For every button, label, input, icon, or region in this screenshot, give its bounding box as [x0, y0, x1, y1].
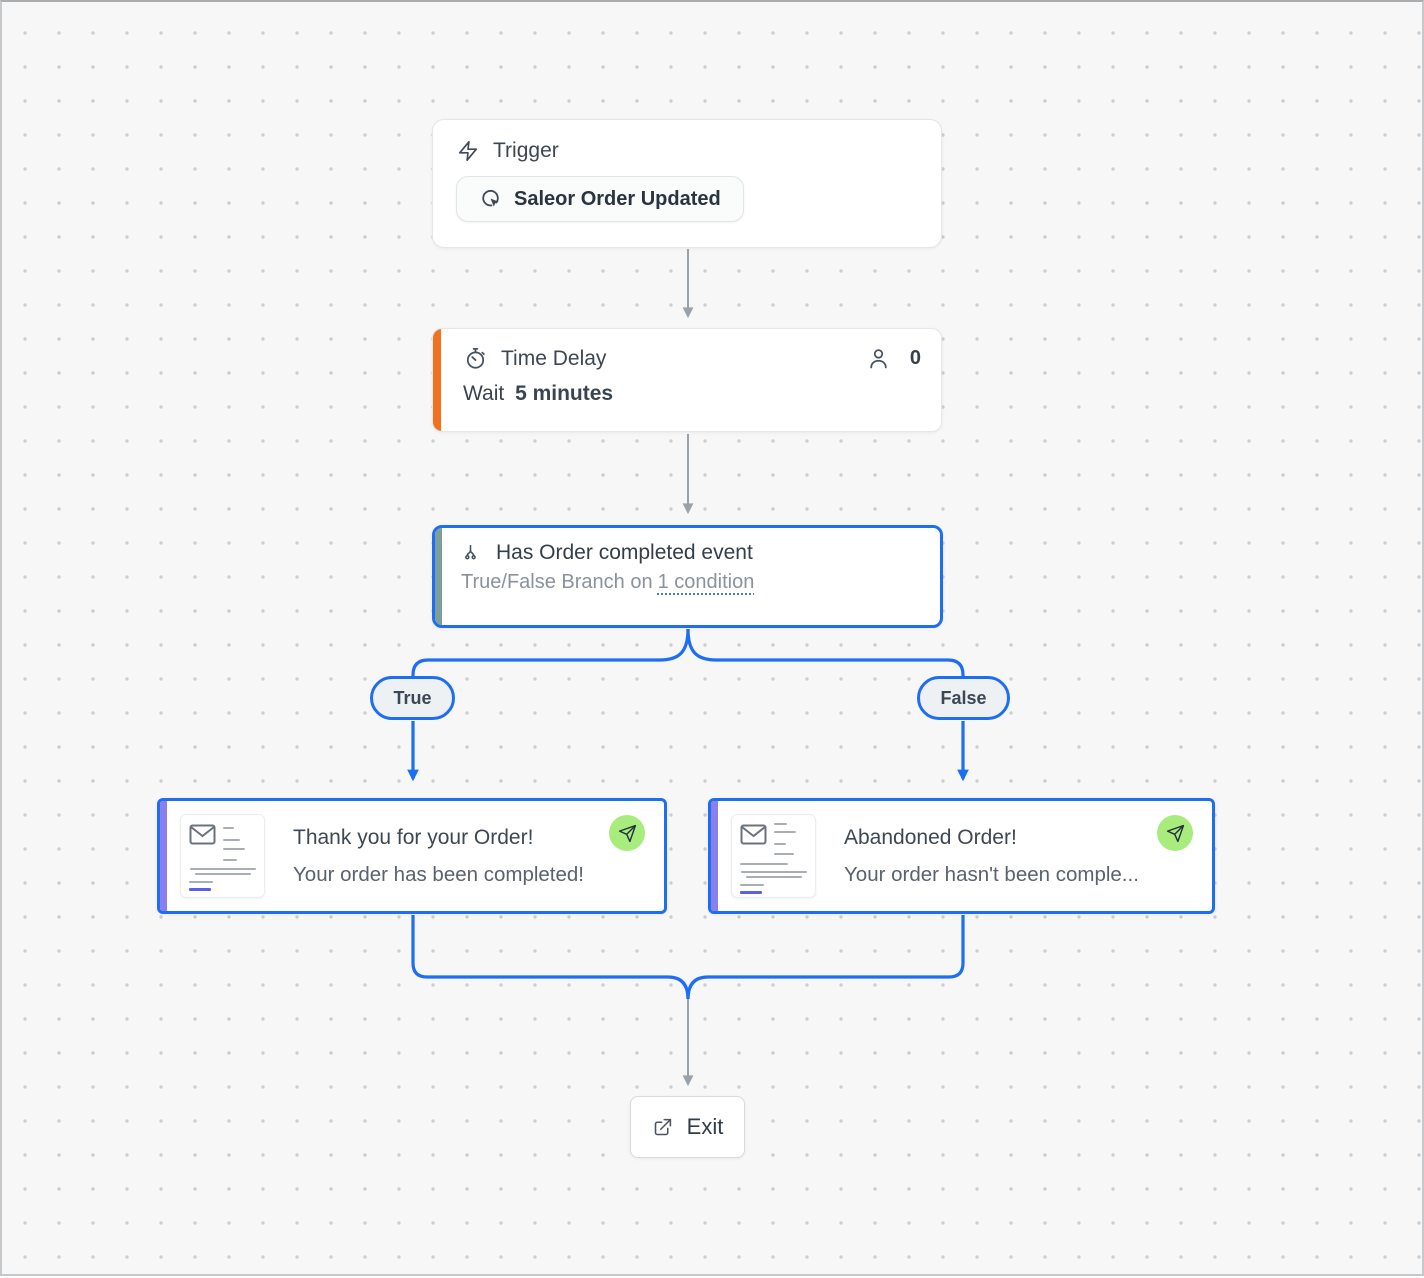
click-target-icon — [479, 187, 503, 211]
preview-line — [774, 853, 794, 855]
paper-plane-icon — [1166, 824, 1185, 843]
preview-line — [223, 827, 234, 829]
preview-link-line — [189, 888, 211, 891]
connector-merge-left — [411, 915, 690, 1000]
trigger-node[interactable]: Trigger Saleor Order Updated — [432, 119, 942, 248]
branch-true-text: True — [393, 687, 432, 708]
envelope-icon — [189, 824, 216, 845]
branch-label-true[interactable]: True — [370, 676, 455, 720]
preview-link-line — [740, 891, 762, 894]
send-status-badge — [609, 815, 645, 851]
preview-line — [746, 876, 802, 878]
email-preview-thumbnail — [731, 814, 816, 898]
contact-count: 0 — [909, 347, 921, 369]
condition-title: Has Order completed event — [496, 541, 753, 564]
email-node-false[interactable]: Abandoned Order! Your order hasn't been … — [708, 798, 1215, 914]
condition-accent-bar — [435, 528, 442, 625]
preview-line — [223, 848, 245, 850]
email-false-title: Abandoned Order! — [844, 825, 1017, 849]
person-icon — [866, 346, 891, 371]
condition-node[interactable]: Has Order completed event True/False Bra… — [432, 525, 943, 628]
delay-wait-text: Wait 5 minutes — [463, 382, 921, 406]
preview-line — [190, 868, 256, 870]
envelope-icon — [740, 824, 767, 845]
zap-icon — [457, 139, 479, 163]
branch-false-text: False — [940, 687, 987, 708]
time-delay-node[interactable]: Time Delay 0 Wait 5 minutes — [432, 328, 942, 432]
connector-merge-right — [686, 915, 965, 1000]
preview-line — [774, 831, 796, 833]
preview-line — [741, 871, 807, 873]
wait-value: 5 minutes — [515, 382, 614, 405]
branch-icon — [459, 542, 482, 565]
stopwatch-icon — [463, 346, 488, 371]
exit-label: Exit — [686, 1114, 724, 1139]
email-true-subtitle: Your order has been completed! — [293, 862, 584, 886]
send-status-badge — [1157, 815, 1193, 851]
trigger-event-button[interactable]: Saleor Order Updated — [456, 176, 744, 222]
email-false-accent-bar — [711, 801, 718, 911]
preview-line — [774, 823, 787, 825]
exit-node[interactable]: Exit — [630, 1096, 745, 1158]
paper-plane-icon — [618, 824, 637, 843]
preview-line — [189, 881, 213, 883]
preview-line — [740, 863, 788, 865]
trigger-title: Trigger — [493, 139, 559, 162]
connector-branch-true — [411, 628, 690, 678]
email-true-text: Thank you for your Order! Your order has… — [293, 826, 584, 887]
trigger-event-label: Saleor Order Updated — [514, 187, 721, 210]
condition-subtitle-prefix: True/False Branch on — [461, 571, 653, 593]
email-node-true[interactable]: Thank you for your Order! Your order has… — [157, 798, 667, 914]
preview-line — [223, 839, 240, 841]
condition-count-link[interactable]: 1 condition — [657, 571, 755, 593]
delay-title: Time Delay — [501, 346, 607, 370]
wait-prefix: Wait — [463, 382, 505, 405]
email-true-accent-bar — [160, 801, 167, 911]
email-true-title: Thank you for your Order! — [293, 825, 534, 849]
email-false-subtitle: Your order hasn't been comple... — [844, 862, 1139, 886]
email-preview-thumbnail — [180, 814, 265, 898]
email-false-text: Abandoned Order! Your order hasn't been … — [844, 826, 1139, 887]
preview-line — [774, 843, 786, 845]
external-link-icon — [652, 1117, 673, 1138]
preview-line — [740, 884, 764, 886]
preview-line — [223, 859, 237, 861]
branch-label-false[interactable]: False — [917, 676, 1010, 720]
preview-line — [195, 873, 251, 875]
connector-branch-false — [686, 628, 965, 678]
delay-accent-bar — [433, 329, 441, 431]
